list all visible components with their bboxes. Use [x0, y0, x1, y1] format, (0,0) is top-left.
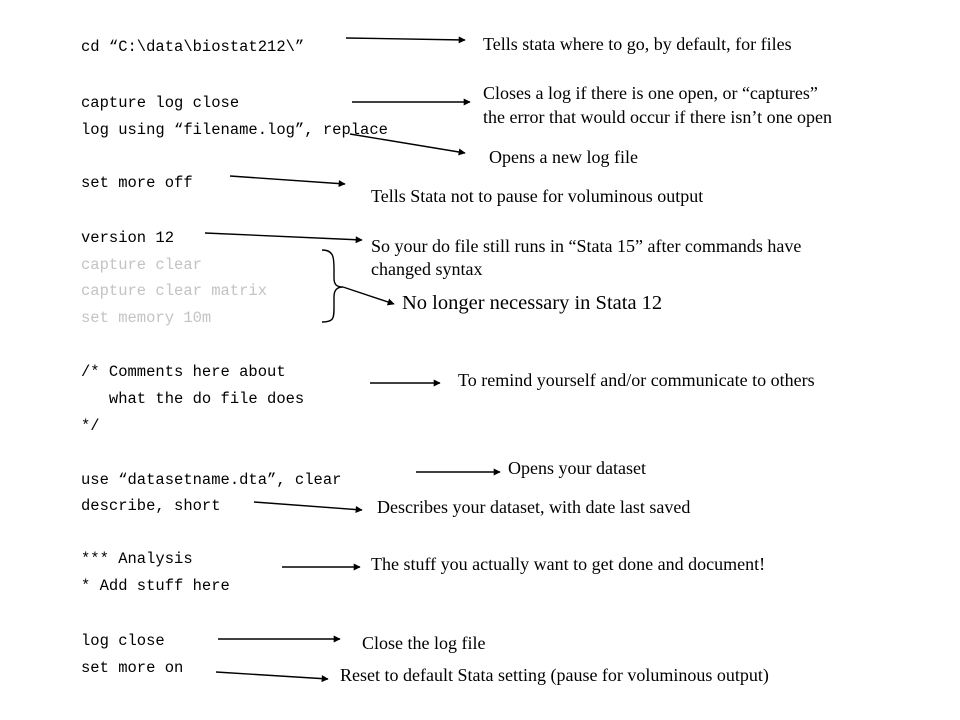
arrow-brace — [342, 286, 395, 306]
code-line-add-stuff: * Add stuff here — [81, 577, 230, 595]
arrow-cd — [345, 36, 466, 44]
note-close-log-line2: the error that would occur if there isn’… — [483, 107, 833, 127]
code-line-describe: describe, short — [81, 497, 221, 515]
arrow-version — [204, 232, 363, 244]
code-line-capture-log-close: capture log close — [81, 94, 240, 112]
code-line-comment-body: what the do file does — [81, 390, 305, 408]
code-line-log-using: log using “filename.log”, replace — [81, 121, 388, 139]
note-close-log: Close the log file — [362, 633, 486, 653]
note-more-on: Reset to default Stata setting (pause fo… — [340, 665, 769, 685]
note-open-log: Opens a new log file — [489, 147, 638, 167]
curly-brace — [321, 249, 344, 323]
note-more-off: Tells Stata not to pause for voluminous … — [371, 186, 704, 206]
note-analysis: The stuff you actually want to get done … — [371, 554, 766, 574]
code-line-set-more-off: set more off — [81, 174, 193, 192]
code-line-use: use “datasetname.dta”, clear — [81, 471, 342, 489]
code-line-version: version 12 — [81, 229, 175, 247]
code-line-comment-end: */ — [81, 417, 100, 435]
code-line-analysis: *** Analysis — [81, 550, 193, 568]
arrow-log-using — [349, 133, 466, 156]
note-version-line1: So your do file still runs in “Stata 15”… — [371, 236, 802, 256]
note-describe: Describes your dataset, with date last s… — [377, 497, 691, 517]
code-line-cd: cd “C:\data\biostat212\” — [81, 38, 305, 56]
code-line-set-memory: set memory 10m — [81, 309, 212, 327]
code-line-capture-clear: capture clear — [81, 256, 202, 274]
arrow-describe — [253, 501, 363, 514]
note-not-necessary: No longer necessary in Stata 12 — [402, 292, 663, 314]
arrow-set-more-off — [229, 175, 346, 188]
note-close-log-line1: Closes a log if there is one open, or “c… — [483, 83, 818, 103]
arrow-set-more-on — [215, 671, 329, 683]
code-line-capture-clear-matrix: capture clear matrix — [81, 282, 268, 300]
code-line-set-more-on: set more on — [81, 659, 184, 677]
note-comments: To remind yourself and/or communicate to… — [458, 370, 815, 390]
code-line-log-close: log close — [81, 632, 165, 650]
note-version-line2: changed syntax — [371, 259, 483, 279]
code-line-comment-start: /* Comments here about — [81, 363, 286, 381]
note-cd: Tells stata where to go, by default, for… — [483, 34, 792, 54]
note-open-dataset: Opens your dataset — [508, 458, 646, 478]
